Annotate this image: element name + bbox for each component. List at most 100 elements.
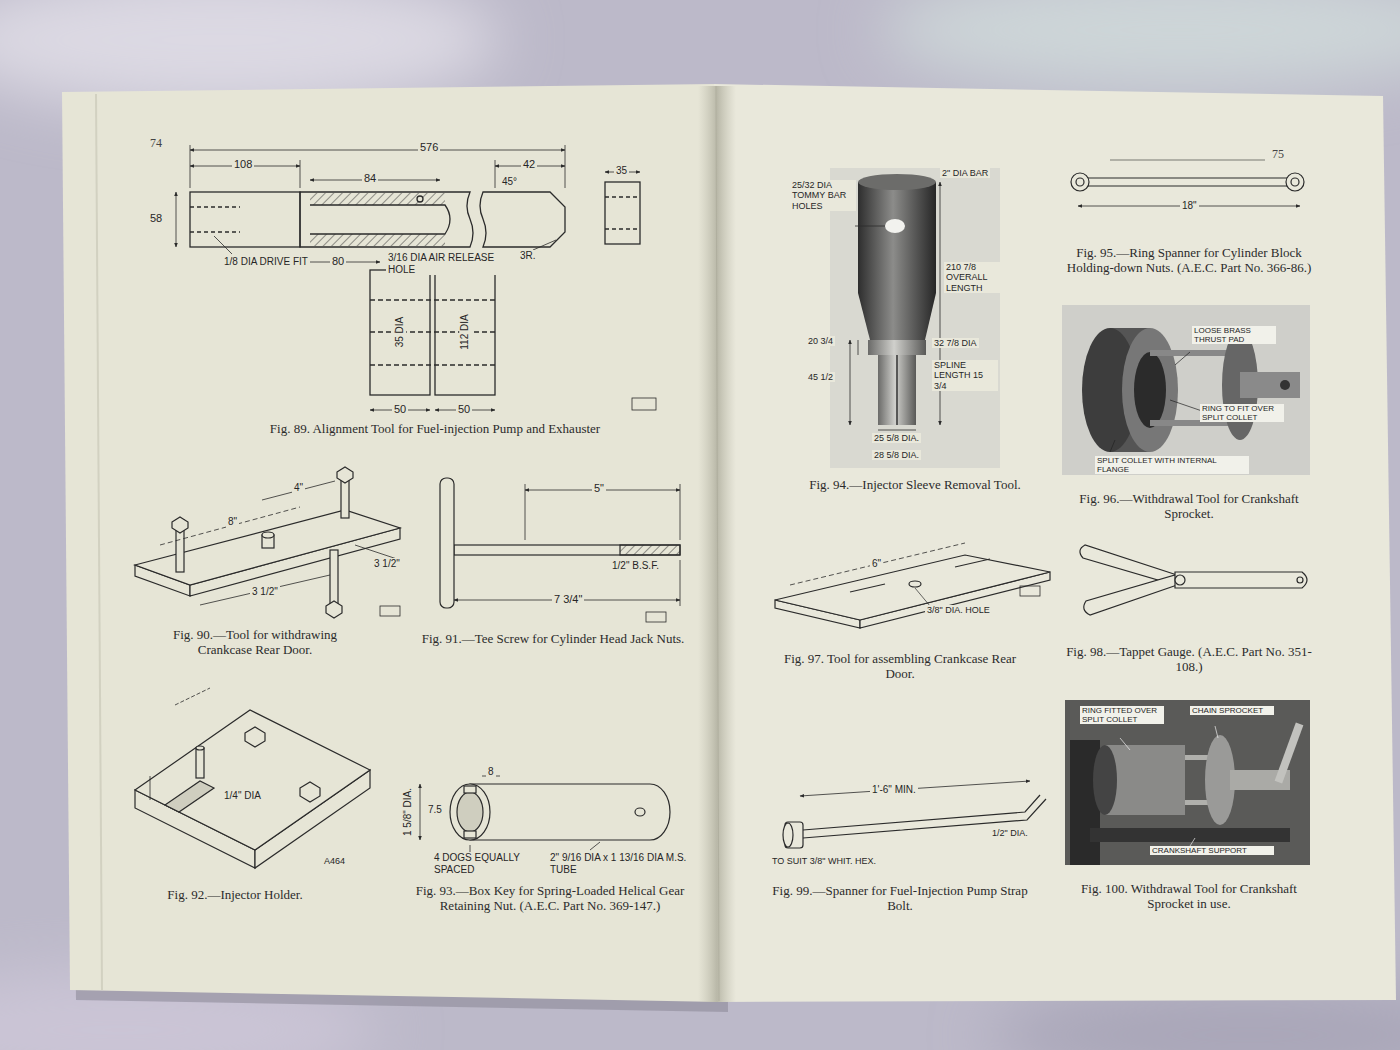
tee-screw <box>680 484 681 540</box>
figure-caption: Fig. 92.—Injector Holder. <box>130 888 340 903</box>
box-key <box>590 842 600 850</box>
injector-holder <box>165 781 214 812</box>
ring-spanner <box>1110 160 1265 161</box>
dimension-label: 35 DIA <box>394 315 406 350</box>
book-pages <box>62 84 720 1002</box>
dimension-label: 3/16 DIA AIR RELEASE HOLE <box>386 252 520 275</box>
injector-holder <box>150 776 151 800</box>
dimension-label: 32 7/8 DIA <box>932 338 979 348</box>
dimension-lines <box>565 145 566 188</box>
dimension-lines <box>176 145 656 410</box>
book-pages <box>714 84 1396 1002</box>
dimension-label: 28 5/8 DIA. <box>872 450 921 460</box>
dimension-label: 35 <box>614 165 629 177</box>
book-pages <box>62 84 1396 1012</box>
figure-caption: Fig. 100. Withdrawal Tool for Crankshaft… <box>1064 882 1314 912</box>
alignment-tool-drawing <box>190 182 640 395</box>
callout-label: RING TO FIT OVER SPLIT COLLET <box>1200 404 1284 422</box>
figure-caption: Fig. 99.—Spanner for Fuel-Injection Pump… <box>770 884 1030 914</box>
injector-sleeve-removal-tool <box>885 219 905 233</box>
book-pages <box>96 94 102 990</box>
alignment-tool-drawing <box>190 192 300 247</box>
figure-caption: Fig. 94.—Injector Sleeve Removal Tool. <box>800 478 1030 493</box>
figure-caption: Fig. 90.—Tool for withdrawing Crankcase … <box>150 628 360 658</box>
box-key <box>635 808 645 816</box>
crankshaft-sprocket-withdrawal-tool-photo <box>1175 352 1190 365</box>
dimension-label: 4 DOGS EQUALLY SPACED <box>432 852 546 875</box>
crankcase-door-assembly-tool <box>909 581 921 587</box>
injector-sleeve-removal-tool <box>858 340 859 355</box>
alignment-tool-drawing <box>300 192 473 247</box>
crankshaft-sprocket-withdrawal-tool-photo <box>1110 440 1115 452</box>
tee-screw <box>440 478 680 622</box>
dimension-lines <box>533 240 556 250</box>
alignment-tool-drawing <box>190 231 240 232</box>
box-key <box>450 784 490 840</box>
figure-caption: Fig. 93.—Box Key for Spring-Loaded Helic… <box>400 884 700 914</box>
injector-sleeve-removal-tool <box>878 430 916 431</box>
tappet-gauge <box>1084 575 1180 615</box>
dimension-label: 2" DIA BAR <box>940 168 990 178</box>
crankshaft-sprocket-withdrawal-photo <box>1093 745 1117 815</box>
dimension-label: 45 1/2 <box>806 372 835 382</box>
crankcase-door-withdrawal-tool <box>337 467 353 483</box>
tee-screw <box>440 478 454 608</box>
crankcase-door-assembly-tool <box>1020 586 1040 596</box>
injector-sleeve-removal-tool <box>858 293 936 340</box>
dimension-label: 25/32 DIA TOMMY BAR HOLES <box>790 180 856 211</box>
crankshaft-sprocket-withdrawal-photo <box>1065 700 1310 865</box>
injector-sleeve-removal-tool <box>855 226 885 227</box>
ring-spanner <box>1286 173 1304 191</box>
dimension-label: 3 1/2" <box>250 586 280 598</box>
injector-sleeve-removal-tool <box>830 168 1000 468</box>
ring-spanner <box>1071 173 1089 191</box>
tappet-gauge <box>1175 572 1307 588</box>
crankcase-door-assembly-tool <box>850 584 885 592</box>
injector-holder <box>196 748 204 778</box>
dimension-label: 1'-6" MIN. <box>870 784 918 796</box>
injector-sleeve-removal-tool <box>850 182 940 430</box>
crankshaft-sprocket-withdrawal-photo <box>1120 726 1218 846</box>
tee-screw <box>646 612 666 622</box>
injector-sleeve-removal-tool <box>858 182 936 293</box>
crankcase-door-assembly-tool <box>775 543 1050 628</box>
crankshaft-sprocket-withdrawal-tool-photo <box>1240 372 1300 398</box>
dimension-label: 576 <box>418 141 440 154</box>
injector-holder <box>300 782 320 802</box>
figure-caption: Fig. 91.—Tee Screw for Cylinder Head Jac… <box>408 632 698 647</box>
strap-bolt-spanner <box>783 781 1046 848</box>
dimension-label: 5" <box>592 482 606 495</box>
crankcase-door-withdrawal-tool <box>380 606 400 616</box>
dimension-label: 2" 9/16 DIA x 1 13/16 DIA M.S. TUBE <box>548 852 692 875</box>
injector-sleeve-removal-tool <box>830 168 1000 468</box>
dimension-label: 8 <box>486 766 496 778</box>
alignment-tool-drawing <box>370 331 495 332</box>
dimension-label: 42 <box>521 158 537 171</box>
tappet-gauge <box>1297 577 1303 583</box>
book-pages <box>698 86 736 1002</box>
dimension-label: 18" <box>1180 200 1199 212</box>
dimension-label: 1/2" B.S.F. <box>610 560 661 572</box>
dimension-label: 84 <box>362 172 378 185</box>
alignment-tool-drawing <box>310 193 445 205</box>
crankcase-door-withdrawal-tool <box>262 532 274 538</box>
dimension-label: SPLINE LENGTH 15 3/4 <box>932 360 998 391</box>
dimension-lines <box>300 160 301 188</box>
crankshaft-sprocket-withdrawal-photo <box>1275 723 1304 784</box>
tee-screw <box>620 545 680 555</box>
tee-screw <box>525 484 526 540</box>
tappet-gauge <box>1175 575 1185 585</box>
dimension-lines <box>190 150 565 151</box>
ring-spanner <box>1085 185 1290 186</box>
crankcase-door-assembly-tool <box>790 543 965 585</box>
injector-sleeve-removal-tool <box>896 355 898 425</box>
alignment-tool-drawing <box>370 299 495 300</box>
crankshaft-sprocket-withdrawal-tool-photo <box>1110 352 1205 452</box>
alignment-tool-drawing <box>480 192 565 247</box>
tappet-gauge <box>1080 545 1307 615</box>
crankcase-door-withdrawal-tool <box>135 467 400 618</box>
dimension-label: 1/2" DIA. <box>990 828 1030 838</box>
callout-label: LOOSE BRASS THRUST PAD <box>1192 326 1276 344</box>
